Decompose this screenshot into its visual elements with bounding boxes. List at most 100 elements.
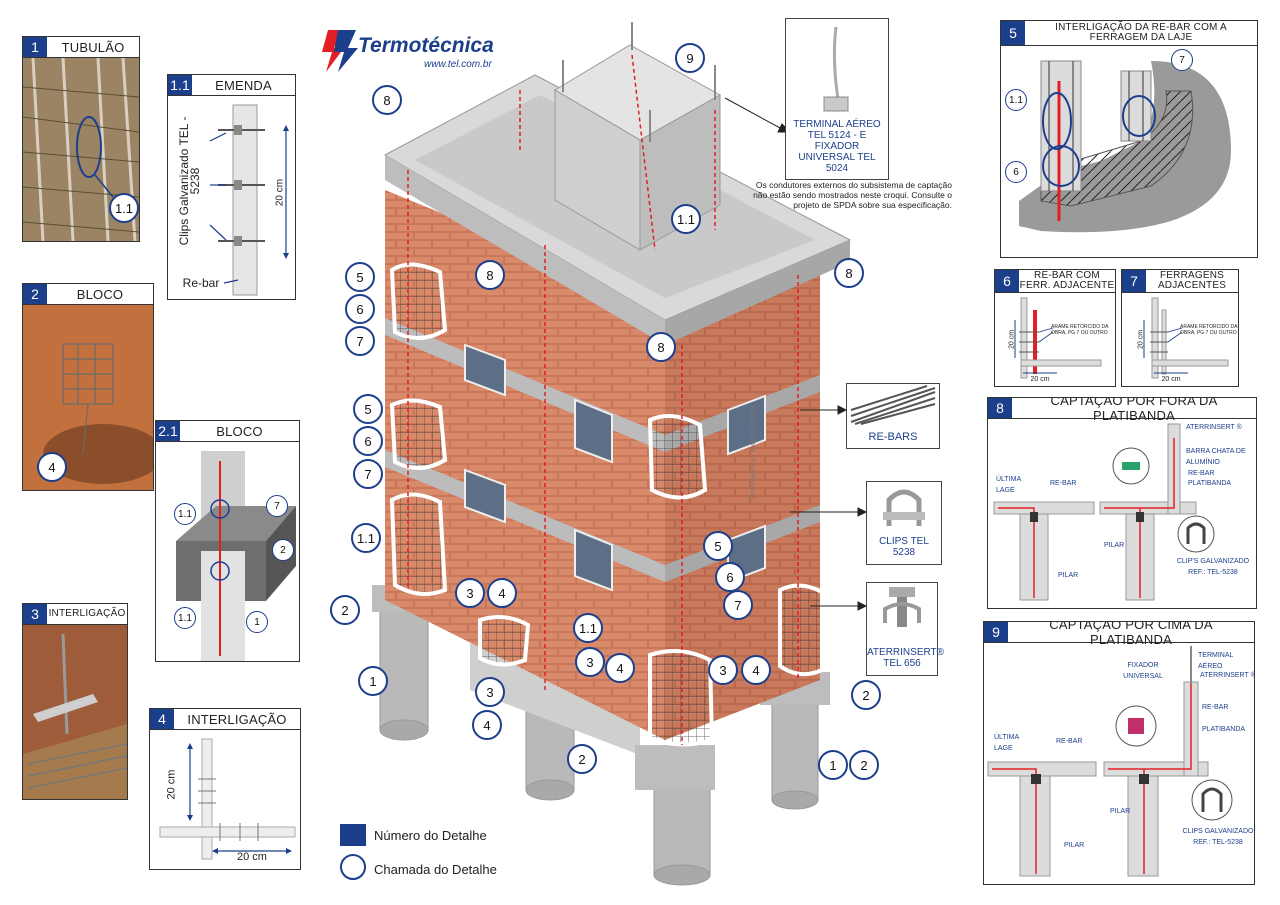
ultima-lage-label: ÚLTIMA LAGE [994, 734, 1019, 752]
panel-title: RE-BAR COM FERR. ADJACENTE [1019, 270, 1115, 291]
captacao-fora-drawing [993, 423, 1215, 601]
panel-title: CAPTAÇÃO POR FORA DA PLATIBANDA [1050, 397, 1218, 423]
detail-callout-6[interactable]: 6 [715, 562, 745, 592]
legend-detail-number-label: Número do Detalhe [374, 828, 487, 843]
detail-callout-7[interactable]: 7 [723, 590, 753, 620]
legend-detail-number-swatch [340, 824, 366, 846]
dimension-vertical: 20 cm [1137, 329, 1145, 350]
detail-number: 1 [23, 37, 47, 57]
detail-callout-2[interactable]: 2 [330, 595, 360, 625]
aterrinsert-label: ATERRINSERT ® [1200, 672, 1255, 679]
detail-number: 2 [23, 284, 47, 304]
detail-callout-8[interactable]: 8 [646, 332, 676, 362]
detail-callout-7[interactable]: 7 [345, 326, 375, 356]
detail-callout-3[interactable]: 3 [708, 655, 738, 685]
clips-icon [883, 489, 925, 526]
detail-callout-2[interactable]: 2 [849, 750, 879, 780]
detail-number: 1.1 [168, 75, 192, 95]
callout-7[interactable]: 7 [1171, 49, 1193, 71]
detail-callout-3[interactable]: 3 [575, 647, 605, 677]
panel-2-bloco: 2 BLOCO 4 [22, 283, 154, 491]
clips-label: CLIPS TEL 5238 [879, 536, 929, 558]
detail-number: 4 [150, 709, 174, 729]
rebar-label-left: RE-BAR [1056, 738, 1083, 745]
product-rebars: RE-BARS [846, 383, 940, 449]
detail-callout-7[interactable]: 7 [353, 459, 383, 489]
ultima-lage-label: ÚLTIMA LAGE [996, 476, 1021, 494]
detail-callout-5[interactable]: 5 [345, 262, 375, 292]
detail-number: 9 [984, 622, 1008, 642]
pilar-label-left: PILAR [1058, 572, 1079, 579]
panel-title: CAPTAÇÃO POR CIMA DA PLATIBANDA [1049, 621, 1213, 647]
detail-callout-4[interactable]: 4 [741, 655, 771, 685]
legend: Número do Detalhe Chamada do Detalhe [340, 822, 540, 886]
detail-callout-9[interactable]: 9 [675, 43, 705, 73]
detail-callout-8[interactable]: 8 [834, 258, 864, 288]
product-aterrinsert: ATERRINSERT® TEL 656 [866, 582, 944, 676]
detail-callout-2[interactable]: 2 [851, 680, 881, 710]
detail-callout-8[interactable]: 8 [372, 85, 402, 115]
rebar-label: Re-bar [182, 276, 220, 290]
callout-1-1[interactable]: 1.1 [109, 193, 139, 223]
clips-galvanizado-label: CLIP'S GALVANIZADO REF.: TEL-5238 [1176, 558, 1250, 576]
detail-callout-3[interactable]: 3 [475, 677, 505, 707]
pillars [379, 609, 819, 886]
panel-title: BLOCO [76, 286, 124, 302]
rebar-label-right: RE-BAR [1202, 704, 1229, 711]
callout-2[interactable]: 2 [272, 539, 294, 561]
rebar-downconductors [407, 54, 799, 745]
panel-title: INTERLIGAÇÃO [187, 711, 287, 727]
legend-detail-callout-swatch [340, 854, 366, 880]
rebars-label: RE-BARS [868, 431, 918, 443]
detail-callout-3[interactable]: 3 [455, 578, 485, 608]
detail-callout-1-1[interactable]: 1.1 [351, 523, 381, 553]
callout-6[interactable]: 6 [1005, 161, 1027, 183]
exposed-reinforcement [389, 262, 824, 747]
callout-1-1-bottom[interactable]: 1.1 [174, 607, 196, 629]
callout-1[interactable]: 1 [246, 611, 268, 633]
detail-callout-1[interactable]: 1 [358, 666, 388, 696]
detail-callout-1[interactable]: 1 [818, 750, 848, 780]
dimension-horizontal: 20 cm [237, 851, 267, 863]
panel-1-tubulao: 1 TUBULÃO 1.1 [22, 36, 140, 242]
callout-4[interactable]: 4 [37, 452, 67, 482]
interligacao-photo [23, 625, 127, 799]
detail-callout-1-1[interactable]: 1.1 [573, 613, 603, 643]
detail-callout-6[interactable]: 6 [345, 294, 375, 324]
detail-callout-6[interactable]: 6 [353, 426, 383, 456]
detail-callout-4[interactable]: 4 [472, 710, 502, 740]
panel-header: 5 INTERLIGAÇÃO DA RE-BAR COM A FERRAGEM D… [1001, 21, 1257, 46]
callout-1-1[interactable]: 1.1 [1005, 89, 1027, 111]
fixador-universal-label: FIXADOR UNIVERSAL [1123, 662, 1163, 680]
callout-7[interactable]: 7 [266, 495, 288, 517]
detail-callout-2[interactable]: 2 [567, 744, 597, 774]
brand-name: Termotécnica [358, 34, 494, 57]
brand-url[interactable]: www.tel.com.br [424, 59, 492, 70]
panel-title: INTERLIGAÇÃO DA RE-BAR COM A FERRAGEM DA… [1055, 22, 1227, 43]
detail-callout-5[interactable]: 5 [703, 531, 733, 561]
legend-detail-callout-label: Chamada do Detalhe [374, 862, 497, 877]
laje-drawing [1019, 60, 1231, 233]
detail-number: 5 [1001, 21, 1025, 45]
dimension-horizontal: 20 cm [1161, 376, 1181, 383]
detail-callout-5[interactable]: 5 [353, 394, 383, 424]
arame-note: ARAME RETORCIDO DA OBRA, PG 7 OU OUTRO [1180, 324, 1238, 336]
product-clips: CLIPS TEL 5238 [866, 481, 942, 565]
platibanda-label: PLATIBANDA [1188, 480, 1232, 487]
panel-title: TUBULÃO [61, 39, 125, 55]
detail-callout-1-1[interactable]: 1.1 [671, 204, 701, 234]
callout-1-1-top[interactable]: 1.1 [174, 503, 196, 525]
panel-title: FERRAGENS ADJACENTES [1157, 270, 1227, 291]
detail-callout-4[interactable]: 4 [487, 578, 517, 608]
detail-callout-8[interactable]: 8 [475, 260, 505, 290]
detail-callout-4[interactable]: 4 [605, 653, 635, 683]
